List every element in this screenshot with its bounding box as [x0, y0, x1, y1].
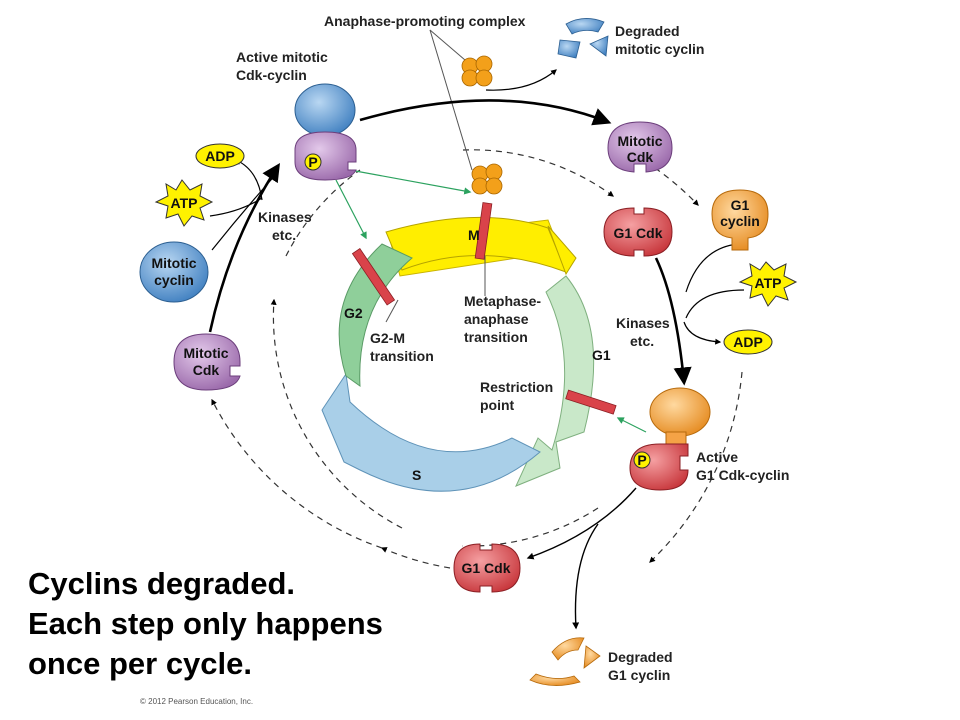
restriction-label-line2: point	[480, 397, 515, 413]
adp-right-label: ADP	[733, 334, 763, 350]
mitotic-cdk-top-line1: Mitotic	[617, 133, 662, 149]
signal-arrow-to-restriction	[616, 417, 647, 433]
g1-cdk-top-label: G1 Cdk	[613, 225, 662, 241]
restriction-label-line1: Restriction	[480, 379, 553, 395]
g2m-checkpoint	[351, 248, 396, 306]
caption-line1: Cyclins degraded.	[28, 566, 296, 601]
degraded-g1-label-line2: G1 cyclin	[608, 667, 670, 683]
kinases-left-line1: Kinases	[258, 209, 312, 225]
adp-left-oval	[195, 143, 245, 169]
mitotic-cdk-left-line2: Cdk	[193, 362, 220, 378]
atp-left-label: ATP	[171, 195, 198, 211]
active-g1-label-line1: Active	[696, 449, 738, 465]
active-g1-label-line2: G1 Cdk-cyclin	[696, 467, 789, 483]
degraded-mitotic-cyclin-fragments	[557, 18, 609, 59]
metaphase-label-line3: transition	[464, 329, 528, 345]
signal-arrow-to-apc	[349, 169, 472, 195]
phase-label-g1: G1	[592, 347, 611, 363]
metaphase-label-line1: Metaphase-	[464, 293, 541, 309]
g1-cdk-top	[603, 207, 673, 257]
g1-cdk-bottom-label: G1 Cdk	[461, 560, 510, 576]
arrow-g1-cdk-down	[654, 257, 692, 386]
copyright-text: © 2012 Pearson Education, Inc.	[140, 697, 254, 706]
phospho-label-g1: P	[637, 452, 646, 468]
degraded-mitotic-label-line1: Degraded	[615, 23, 680, 39]
arrow-mitotic-cdk-left-up	[208, 162, 280, 333]
kinases-left-line2: etc.	[272, 227, 296, 243]
kinases-right-line2: etc.	[630, 333, 654, 349]
apc-label: Anaphase-promoting complex	[324, 13, 526, 29]
phase-arc-s	[321, 372, 541, 492]
arrow-apc-to-degraded	[485, 69, 557, 91]
degraded-g1-label-line1: Degraded	[608, 649, 673, 665]
g1-cyclin	[711, 189, 769, 251]
active-mitotic-label-line1: Active mitotic	[236, 49, 328, 65]
mitotic-cdk-top-line2: Cdk	[627, 149, 654, 165]
phase-arc-g2	[338, 243, 413, 388]
phase-label-g2: G2	[344, 305, 363, 321]
degraded-g1-cyclin-fragments	[529, 637, 601, 686]
mitotic-cyclin	[139, 241, 209, 303]
mitotic-cyclin-line2: cyclin	[154, 272, 194, 288]
phase-label-m: M	[468, 227, 480, 243]
atp-right-label: ATP	[755, 275, 782, 291]
degraded-mitotic-label-line2: mitotic cyclin	[615, 41, 704, 57]
arrow-to-degraded-g1	[572, 523, 599, 630]
active-mitotic-cdk-cyclin	[294, 83, 357, 181]
apc-icon-top	[461, 55, 493, 87]
signal-arrow-to-g2m	[335, 179, 367, 240]
g2m-label-line2: transition	[370, 348, 434, 364]
g1-cyclin-line1: G1	[731, 197, 750, 213]
arrow-to-mitotic-cdk-top	[359, 99, 612, 126]
active-mitotic-label-line2: Cdk-cyclin	[236, 67, 307, 83]
phase-arc-g1	[515, 275, 595, 487]
outer-dashed-cycle	[211, 149, 743, 569]
caption-line3: once per cycle.	[28, 646, 253, 681]
g1-cdk-bottom	[453, 543, 521, 593]
mitotic-cdk-left	[173, 333, 241, 391]
mitotic-cdk-left-line1: Mitotic	[183, 345, 228, 361]
g1-cyclin-line2: cyclin	[720, 213, 760, 229]
adp-right-oval	[723, 329, 773, 355]
arrow-active-g1-to-g1-cdk	[526, 487, 637, 560]
restriction-checkpoint	[565, 389, 617, 415]
atp-left-burst	[154, 179, 214, 227]
caption-line2: Each step only happens	[28, 606, 383, 641]
phase-label-s: S	[412, 467, 421, 483]
atp-right-burst	[738, 261, 798, 307]
adp-left-label: ADP	[205, 148, 235, 164]
mitotic-cdk-top	[607, 121, 673, 173]
phospho-label-mitotic: P	[308, 154, 317, 170]
active-g1-cdk-cyclin	[629, 387, 711, 491]
kinases-right-line1: Kinases	[616, 315, 670, 331]
metaphase-checkpoint	[474, 202, 493, 260]
g2m-label-line1: G2-M	[370, 330, 405, 346]
apc-icon-lower	[471, 163, 503, 195]
mitotic-cyclin-line1: Mitotic	[151, 255, 196, 271]
metaphase-label-line2: anaphase	[464, 311, 529, 327]
